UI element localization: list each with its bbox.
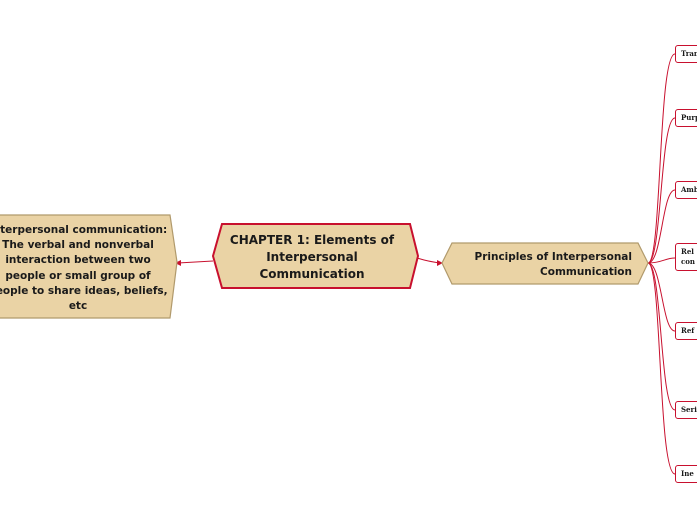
principle-node-label: Seri <box>681 405 697 414</box>
right-node-shape[interactable] <box>441 242 649 285</box>
arrow-head-right <box>437 260 443 266</box>
principle-node-4[interactable]: Rel con <box>675 243 697 271</box>
principle-node-3[interactable]: Ambi <box>675 181 697 199</box>
right-node-label: Principles of Interpersonal Communicatio… <box>474 251 633 278</box>
principle-node-6[interactable]: Seri <box>675 401 697 419</box>
principle-node-label: Rel con <box>681 247 696 266</box>
branch-7 <box>647 262 676 475</box>
branch-1 <box>647 53 676 264</box>
arrow-head-left <box>175 260 181 266</box>
branch-6 <box>647 262 676 411</box>
principle-node-label: Ine <box>681 469 694 478</box>
branch-4 <box>647 257 676 264</box>
branch-3 <box>647 189 676 264</box>
principle-node-1[interactable]: Trans <box>675 45 697 63</box>
principle-node-5[interactable]: Ref <box>675 322 697 340</box>
principle-branches <box>647 53 676 475</box>
principle-node-7[interactable]: Ine <box>675 465 697 483</box>
principle-node-label: Purpo <box>681 113 697 122</box>
branch-2 <box>647 117 676 264</box>
principle-node-label: Trans <box>681 49 697 58</box>
center-node-shape[interactable] <box>211 223 420 289</box>
left-node-label: Interpersonal communication: The verbal … <box>0 224 168 313</box>
left-node-shape[interactable] <box>0 214 178 319</box>
center-node-label: CHAPTER 1: Elements of Interpersonal Com… <box>229 233 395 281</box>
principle-node-label: Ref <box>681 326 695 335</box>
principle-node-label: Ambi <box>681 185 697 194</box>
branch-5 <box>647 262 676 332</box>
principle-node-2[interactable]: Purpo <box>675 109 697 127</box>
connector-center-left <box>177 260 214 264</box>
